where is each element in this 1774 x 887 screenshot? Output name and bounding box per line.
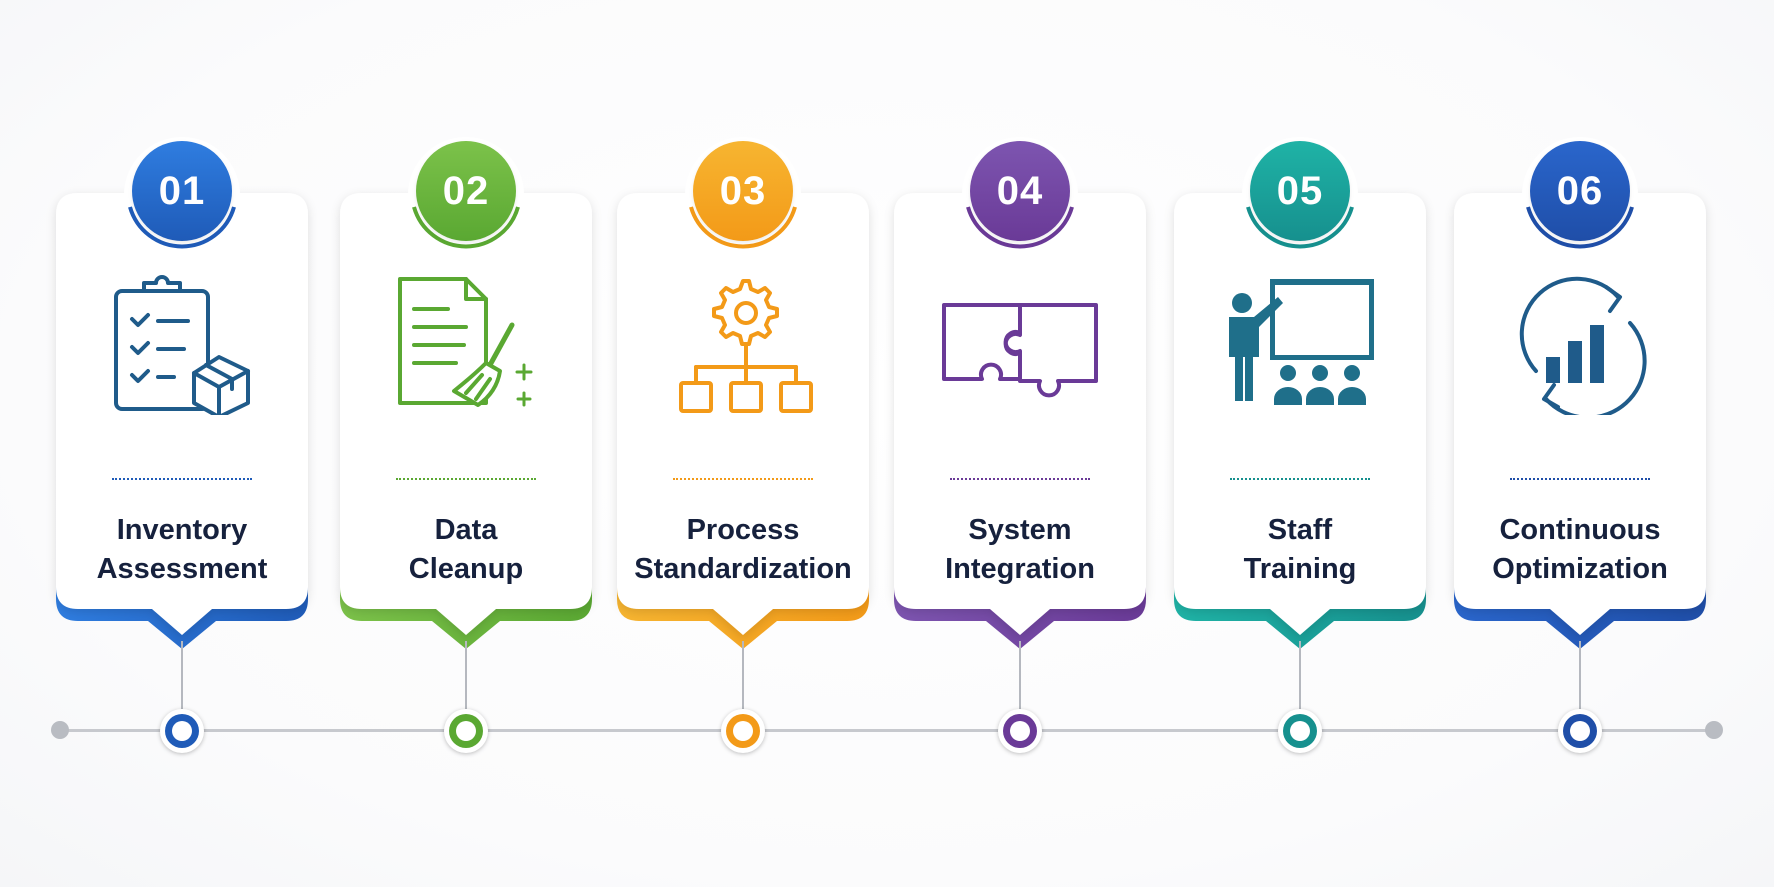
step-title-line-2: Standardization	[634, 553, 852, 585]
card-body	[340, 193, 592, 635]
step-title: Process Standardization	[617, 511, 869, 589]
timeline-node	[998, 709, 1042, 753]
presenter-audience-icon	[1229, 279, 1374, 405]
step-title: Staff Training	[1174, 511, 1426, 589]
badge-ring-arc	[412, 206, 520, 249]
timeline-node-core	[1010, 721, 1030, 741]
timeline-stem	[1579, 641, 1581, 709]
timeline-node-core	[456, 721, 476, 741]
card-body	[56, 193, 308, 635]
document-broom-icon	[398, 277, 533, 407]
timeline-node-core	[733, 721, 753, 741]
timeline-stem	[1299, 641, 1301, 709]
timeline-node	[444, 709, 488, 753]
badge-ring-arc	[128, 206, 236, 249]
timeline-stem	[742, 641, 744, 709]
timeline-line	[60, 729, 1714, 732]
step-title-line-1: System	[968, 514, 1072, 546]
badge-ring-arc	[966, 206, 1074, 249]
step-number-badge: 03	[693, 141, 793, 241]
timeline-node-core	[1570, 721, 1590, 741]
timeline-stem	[181, 641, 183, 709]
step-number-badge: 02	[416, 141, 516, 241]
badge-ring-arc	[1526, 206, 1634, 249]
badge-ring-arc	[689, 206, 797, 249]
step-title-line-1: Data	[434, 514, 498, 546]
step-card-2: 02 Data Cleanup	[340, 137, 592, 653]
step-number-badge: 06	[1530, 141, 1630, 241]
timeline-node-core	[172, 721, 192, 741]
step-title-line-2: Assessment	[96, 553, 268, 585]
puzzle-pieces-icon	[942, 303, 1098, 398]
step-title: Continuous Optimization	[1454, 511, 1706, 589]
step-title-line-1: Continuous	[1499, 514, 1661, 546]
timeline-node	[1278, 709, 1322, 753]
badge-ring-arc	[1246, 206, 1354, 249]
step-title-line-1: Inventory	[116, 514, 248, 546]
timeline-node-core	[1290, 721, 1310, 741]
divider-dots	[1510, 478, 1650, 480]
step-title-line-2: Training	[1243, 553, 1357, 585]
cycle-chart-icon	[1519, 276, 1647, 415]
step-card-6: 06 Continuous Optimization	[1454, 137, 1706, 653]
gear-hierarchy-icon	[679, 279, 813, 413]
card-shape	[1454, 193, 1706, 649]
step-title-line-2: Optimization	[1492, 553, 1668, 585]
step-card-4: 04 System Integration	[894, 137, 1146, 653]
divider-dots	[396, 478, 536, 480]
step-card-1: 01 Inventory Assessment	[56, 137, 308, 653]
step-title-line-2: Integration	[945, 553, 1095, 585]
timeline-start-dot	[51, 721, 69, 739]
card-shape	[617, 193, 869, 649]
step-title-line-1: Staff	[1267, 514, 1333, 546]
clipboard-box-icon	[114, 275, 250, 415]
timeline-stem	[465, 641, 467, 709]
step-title-line-2: Cleanup	[408, 553, 524, 585]
card-body	[617, 193, 869, 635]
step-title: Inventory Assessment	[56, 511, 308, 589]
step-number-badge: 01	[132, 141, 232, 241]
step-title: Data Cleanup	[340, 511, 592, 589]
step-number-badge: 05	[1250, 141, 1350, 241]
card-shape	[340, 193, 592, 649]
divider-dots	[1230, 478, 1370, 480]
timeline-node	[160, 709, 204, 753]
step-card-5: 05 Staff Training	[1174, 137, 1426, 653]
step-title-line-1: Process	[686, 514, 800, 546]
card-body	[1454, 193, 1706, 635]
step-number-badge: 04	[970, 141, 1070, 241]
timeline-node	[721, 709, 765, 753]
step-title: System Integration	[894, 511, 1146, 589]
divider-dots	[112, 478, 252, 480]
timeline-end-dot	[1705, 721, 1723, 739]
timeline-stem	[1019, 641, 1021, 709]
card-shape	[56, 193, 308, 649]
timeline-node	[1558, 709, 1602, 753]
step-card-3: 03 Process Standardization	[617, 137, 869, 653]
divider-dots	[950, 478, 1090, 480]
divider-dots	[673, 478, 813, 480]
